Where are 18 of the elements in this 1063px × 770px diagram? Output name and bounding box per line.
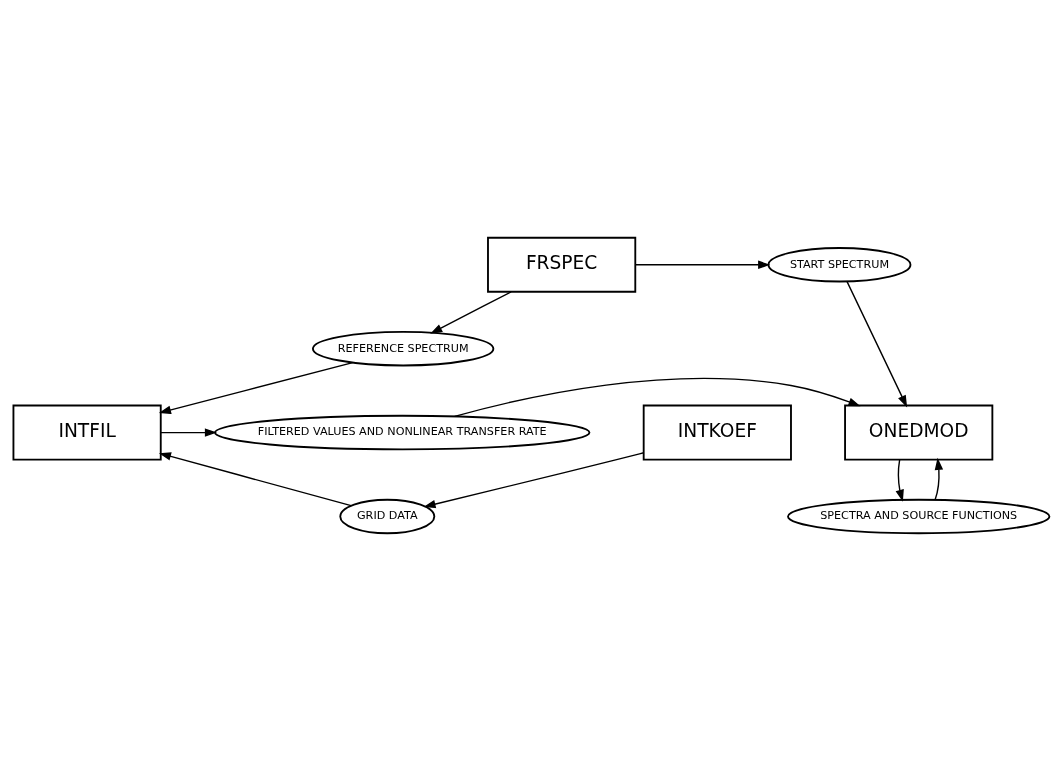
node-ellipse: FILTERED VALUES AND NONLINEAR TRANSFER RATE xyxy=(214,414,591,450)
node-box: INTKOEF xyxy=(642,404,792,461)
node-ellipse: SPECTRA AND SOURCE FUNCTIONS xyxy=(787,498,1051,534)
arrow xyxy=(895,458,904,502)
node-box: FRSPEC xyxy=(487,236,637,293)
node-box: ONEDMOD xyxy=(844,404,994,461)
arrow xyxy=(430,290,512,334)
arrow xyxy=(158,451,352,506)
arrow xyxy=(158,361,354,414)
arrow xyxy=(160,427,218,437)
arrow xyxy=(423,451,645,508)
node-box: INTFIL xyxy=(12,404,162,461)
arrow xyxy=(634,260,771,269)
arrow xyxy=(846,280,908,407)
arrow xyxy=(454,377,861,417)
node-ellipse: REFERENCE SPECTRUM xyxy=(312,330,495,366)
node-ellipse: START SPECTRUM xyxy=(767,246,912,282)
arrow xyxy=(934,457,944,500)
